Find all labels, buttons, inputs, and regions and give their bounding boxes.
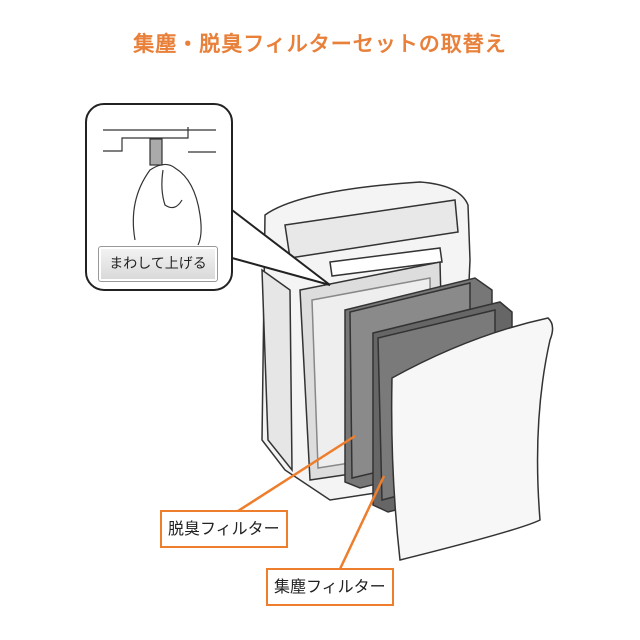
hand-detail	[103, 127, 216, 246]
front-panel	[390, 317, 554, 561]
deodorizing-filter-leader	[237, 434, 356, 513]
dust-filter-label: 集塵フィルター	[266, 568, 394, 606]
callout-pointer	[231, 209, 331, 286]
deodorizing-filter-label: 脱臭フィルター	[160, 510, 288, 548]
turn-and-lift-label: まわして上げる	[98, 246, 218, 282]
dust-filter-leader	[338, 475, 386, 570]
page-title: 集塵・脱臭フィルターセットの取替え	[133, 31, 507, 56]
